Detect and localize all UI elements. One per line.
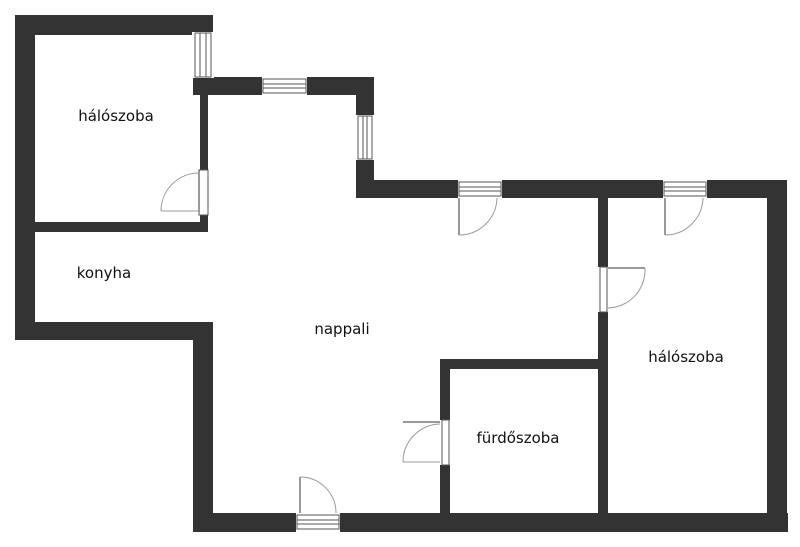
window-entrance — [296, 514, 340, 530]
room-labels: hálószoba konyha nappali fürdőszoba háló… — [77, 107, 724, 447]
wall-bedroom-left-inner — [200, 95, 208, 232]
door-entrance — [299, 476, 337, 514]
door-living-top — [458, 197, 498, 236]
wall-bathroom-top — [440, 359, 605, 369]
doors — [160, 170, 704, 514]
window-living-side — [357, 115, 373, 160]
window-top-corridor — [262, 78, 307, 94]
wall-living-left — [193, 322, 213, 532]
wall-top-left — [15, 15, 212, 35]
door-bathroom — [402, 421, 441, 463]
door-bedroom-left — [160, 170, 200, 212]
room-label-bathroom: fürdőszoba — [477, 429, 560, 447]
windows — [194, 32, 707, 530]
sill-bedroom-left — [198, 169, 209, 216]
room-label-kitchen: konyha — [77, 264, 131, 282]
door-bedroom-right-side — [607, 267, 646, 309]
wall-bedroom-left-bottom — [35, 222, 208, 232]
room-label-bedroom-right: hálószoba — [648, 348, 724, 366]
wall-partition-right — [598, 198, 608, 513]
wall-left — [15, 15, 35, 340]
window-bedroom-left — [194, 32, 212, 78]
window-living-top — [458, 181, 502, 197]
room-label-living-room: nappali — [314, 320, 369, 338]
door-bedroom-right-top — [664, 197, 704, 236]
wall-living-top — [356, 180, 787, 198]
wall-bottom — [193, 513, 788, 532]
room-label-bedroom-topleft: hálószoba — [78, 107, 154, 125]
window-bedroom-right-top — [663, 181, 707, 197]
sill-bathroom — [441, 419, 450, 466]
sill-bedroom-right-side — [599, 266, 608, 313]
walls — [15, 15, 788, 532]
wall-kitchen-bottom — [15, 322, 213, 340]
wall-right — [767, 180, 787, 532]
